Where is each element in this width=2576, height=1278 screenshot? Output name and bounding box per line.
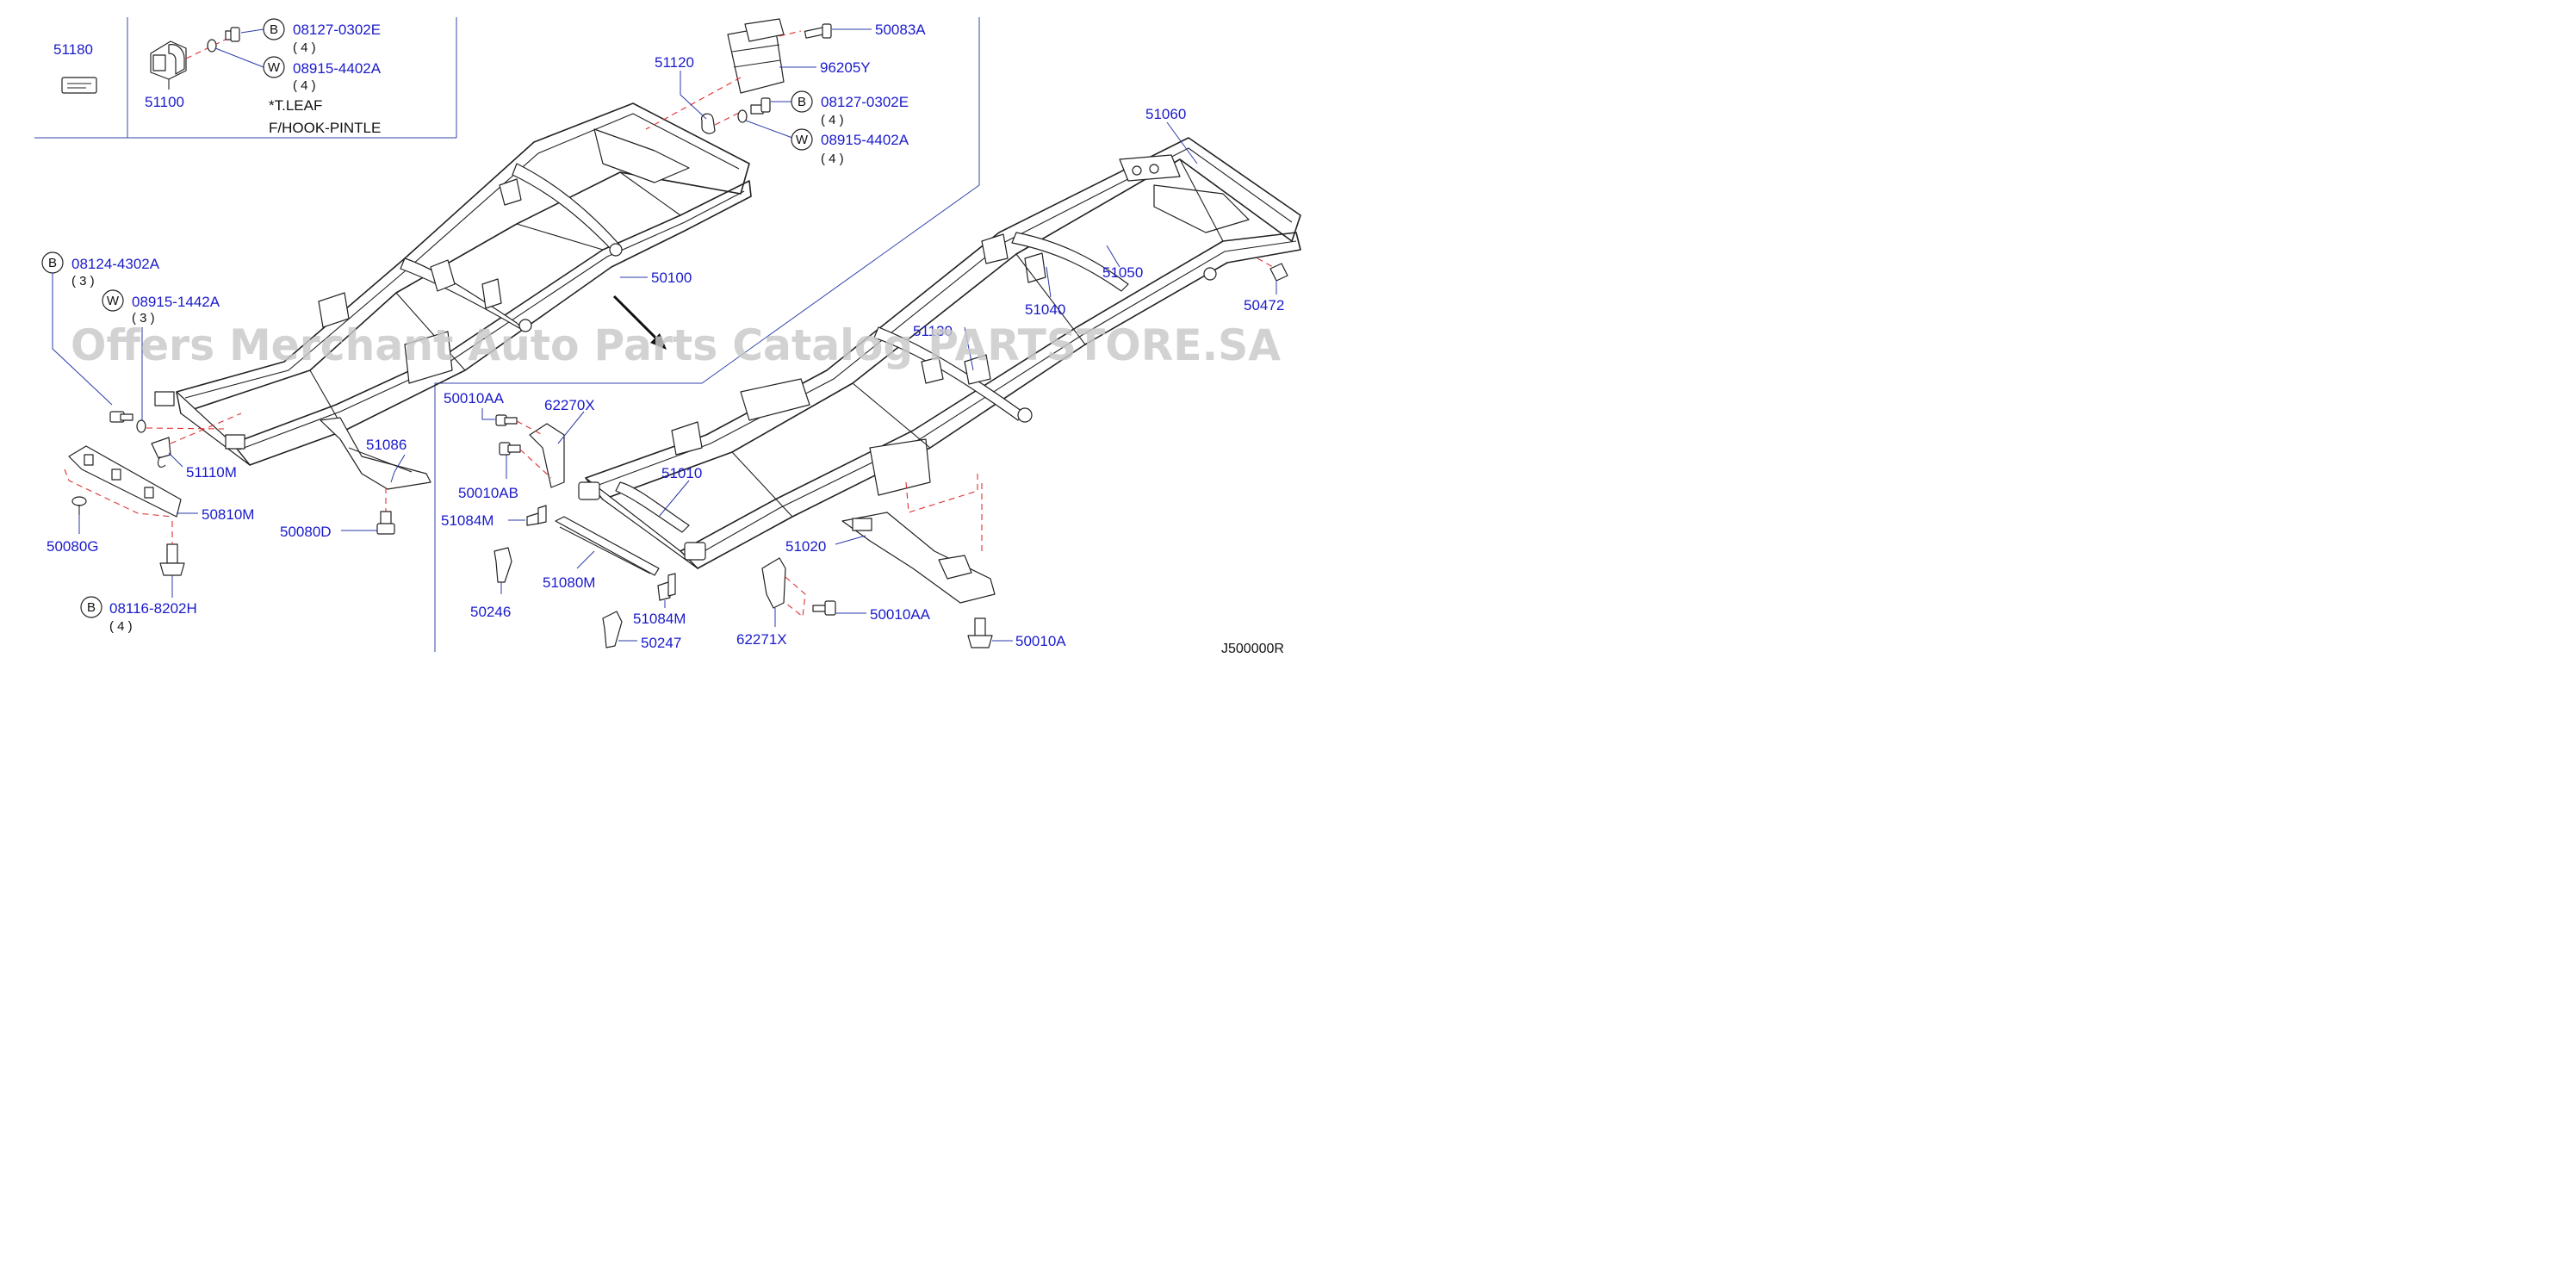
bolt-symbol: B xyxy=(791,90,813,113)
part-label[interactable]: 50472 xyxy=(1244,297,1284,313)
part-label[interactable]: 51050 xyxy=(1102,264,1143,281)
part-label[interactable]: 50010AA xyxy=(870,606,931,623)
washer-icon xyxy=(207,39,217,53)
svg-text:B: B xyxy=(87,600,96,615)
part-label[interactable]: 62271X xyxy=(736,631,787,648)
nameplate-51180-icon xyxy=(61,77,97,94)
svg-text:W: W xyxy=(796,133,809,147)
quantity: ( 4 ) xyxy=(293,40,316,55)
quantity: ( 4 ) xyxy=(821,152,844,166)
parts-diagram: 51180 51100 B 08127-0302E ( 4 ) W 08915-… xyxy=(34,17,1301,656)
bracket-62270X-icon xyxy=(529,423,565,488)
quantity: ( 4 ) xyxy=(293,78,316,93)
bolt-icon xyxy=(495,414,518,426)
part-label[interactable]: 08915-1442A xyxy=(132,294,220,310)
bracket-62271X-icon xyxy=(761,557,786,609)
washer-symbol: W xyxy=(791,128,813,151)
bracket-96205Y-icon xyxy=(727,18,785,94)
svg-text:B: B xyxy=(270,22,278,37)
svg-text:B: B xyxy=(48,256,57,270)
bolt-icon xyxy=(499,442,521,456)
bolt-icon xyxy=(750,97,771,115)
watermark: Offers Merchant Auto Parts Catalog PARTS… xyxy=(71,320,1281,370)
inset-note: F/HOOK-PINTLE xyxy=(269,120,381,136)
bar-51080M-icon xyxy=(555,516,660,576)
clip-icon xyxy=(71,496,87,515)
frame-assembly-right xyxy=(578,137,1301,569)
part-label[interactable]: 62270X xyxy=(544,397,595,413)
pintle-hook-icon xyxy=(150,40,187,90)
part-label[interactable]: 51060 xyxy=(1145,106,1186,122)
part-label[interactable]: 08127-0302E xyxy=(821,94,909,110)
bracket-50246-icon xyxy=(493,547,512,583)
quantity: ( 4 ) xyxy=(109,619,133,634)
part-label[interactable]: 51010 xyxy=(661,465,702,481)
shackle-icon xyxy=(701,113,716,134)
bolt-icon xyxy=(967,617,993,648)
bolt-symbol: B xyxy=(263,18,285,40)
clip-51084M-icon xyxy=(657,573,676,601)
part-label[interactable]: 50010AB xyxy=(458,485,518,501)
part-label[interactable]: 08127-0302E xyxy=(293,22,381,38)
part-label[interactable]: 50080D xyxy=(280,524,332,540)
crossmember-51020-icon xyxy=(841,512,996,604)
part-label[interactable]: 51040 xyxy=(1025,301,1065,318)
part-label[interactable]: 50810M xyxy=(202,506,254,523)
part-label[interactable]: 50083A xyxy=(875,22,926,38)
part-label[interactable]: 96205Y xyxy=(820,59,871,76)
bolt-icon xyxy=(812,600,836,616)
bolt-icon xyxy=(225,27,240,42)
washer-symbol: W xyxy=(102,289,124,312)
washer-symbol: W xyxy=(263,56,285,78)
quantity: ( 3 ) xyxy=(71,274,95,288)
part-label[interactable]: 51180 xyxy=(53,41,93,58)
bracket-50247-icon xyxy=(602,611,623,648)
part-label[interactable]: 50100 xyxy=(651,270,692,286)
bolt-icon xyxy=(159,543,185,576)
bracket-50472-icon xyxy=(1269,263,1288,282)
bolt-icon xyxy=(109,411,133,423)
bolt-symbol: B xyxy=(41,251,64,274)
part-label[interactable]: 51120 xyxy=(655,54,694,71)
part-label[interactable]: 08915-4402A xyxy=(293,60,382,77)
arrow-icon xyxy=(612,295,667,350)
part-label[interactable]: 51084M xyxy=(441,512,493,529)
part-label[interactable]: 51086 xyxy=(366,437,407,453)
part-label[interactable]: 08124-4302A xyxy=(71,256,160,272)
part-label[interactable]: 51080M xyxy=(543,574,595,591)
part-label[interactable]: 08116-8202H xyxy=(109,600,197,617)
svg-text:W: W xyxy=(268,60,281,75)
part-label[interactable]: 50080G xyxy=(47,538,99,555)
washer-icon xyxy=(136,419,146,433)
quantity: ( 4 ) xyxy=(821,113,844,127)
bracket-50810M-icon xyxy=(68,445,182,518)
part-label[interactable]: 51020 xyxy=(785,538,826,555)
inset-note: *T.LEAF xyxy=(269,97,322,114)
part-label[interactable]: 50247 xyxy=(641,635,681,651)
svg-text:W: W xyxy=(107,294,120,308)
svg-text:B: B xyxy=(798,95,806,109)
washer-icon xyxy=(737,109,748,123)
part-label[interactable]: 51110M xyxy=(186,464,237,481)
part-label[interactable]: 51130 xyxy=(913,323,953,339)
part-label[interactable]: 50010A xyxy=(1015,633,1066,649)
clip-51084M-icon xyxy=(526,505,547,526)
quantity: ( 3 ) xyxy=(132,311,155,326)
variant-divider xyxy=(434,17,980,652)
bracket-51086-icon xyxy=(320,417,431,490)
part-label[interactable]: 08915-4402A xyxy=(821,132,909,148)
part-label[interactable]: 51084M xyxy=(633,611,686,627)
part-label[interactable]: 50010AA xyxy=(444,390,505,406)
bolt-symbol: B xyxy=(80,596,102,618)
part-label[interactable]: 50246 xyxy=(470,604,511,620)
bolt-icon xyxy=(804,23,832,39)
part-label[interactable]: 51100 xyxy=(145,94,184,110)
inset-box xyxy=(34,17,457,139)
bolt-icon xyxy=(376,511,395,535)
frame-assembly-50100 xyxy=(154,102,752,466)
diagram-code: J500000R xyxy=(1221,642,1284,656)
hook-icon xyxy=(151,437,171,468)
